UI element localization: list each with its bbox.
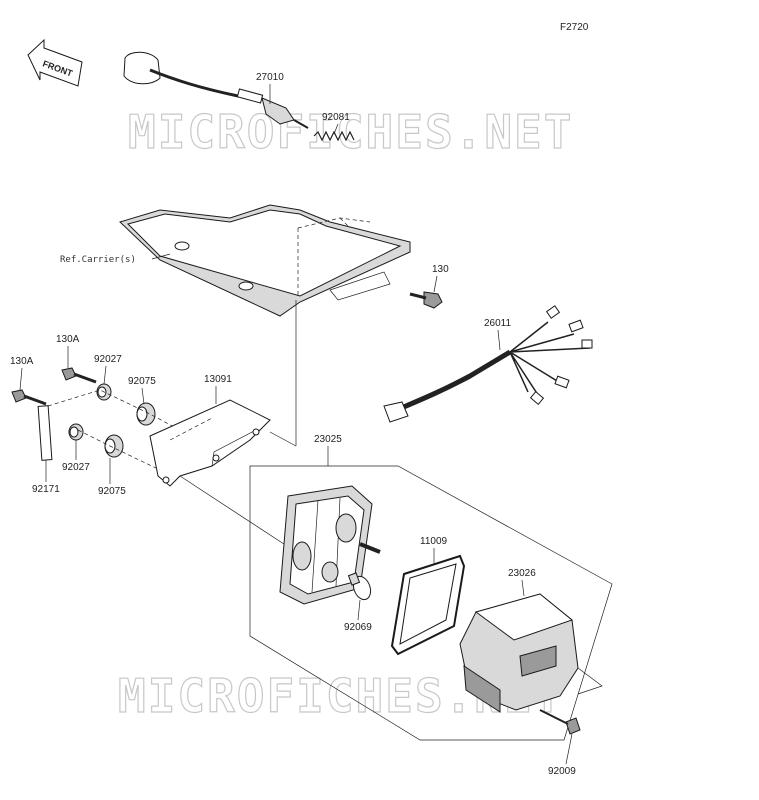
label-92009: 92009 xyxy=(548,766,576,777)
gasket-11009 xyxy=(390,554,466,656)
bracket-13091 xyxy=(149,399,271,487)
ref-carrier-label: Ref.Carrier(s) xyxy=(60,255,136,265)
label-92171: 92171 xyxy=(32,484,60,495)
label-130: 130 xyxy=(432,264,449,275)
bolt-130A-lower xyxy=(11,389,47,406)
label-13091: 13091 xyxy=(204,374,232,385)
switch-cable-27010 xyxy=(123,51,309,129)
lamp-housing xyxy=(279,485,381,605)
carrier-plate xyxy=(119,204,411,317)
label-27010: 27010 xyxy=(256,72,284,83)
bolt-130A-upper xyxy=(61,367,97,384)
label-23025: 23025 xyxy=(314,434,342,445)
grommet-92075-upper xyxy=(136,402,156,426)
screw-92009 xyxy=(539,709,581,735)
spring-92081 xyxy=(313,130,355,142)
label-92027-upper: 92027 xyxy=(94,354,122,365)
bolt-130 xyxy=(409,291,443,309)
harness-26011 xyxy=(383,305,593,423)
grommet-92075-lower xyxy=(104,434,124,458)
label-92027-lower: 92027 xyxy=(62,462,90,473)
label-11009: 11009 xyxy=(420,536,448,547)
bulb-92069 xyxy=(347,572,372,601)
label-130A-lower: 130A xyxy=(10,356,34,367)
label-23026: 23026 xyxy=(508,568,536,579)
label-92081: 92081 xyxy=(322,112,350,123)
label-92075-upper: 92075 xyxy=(128,376,156,387)
lens-23026 xyxy=(459,593,579,713)
label-92075-lower: 92075 xyxy=(98,486,126,497)
bracket-92171 xyxy=(37,405,53,461)
label-92069: 92069 xyxy=(344,622,372,633)
label-26011: 26011 xyxy=(484,318,512,329)
label-130A-upper: 130A xyxy=(56,334,80,345)
assembly-box-23025 xyxy=(249,465,613,741)
front-arrow-icon: FRONT xyxy=(27,38,83,87)
watermark-top: MICROFICHES.NET xyxy=(128,105,573,159)
diagram-code: F2720 xyxy=(560,22,589,33)
collar-92027-lower xyxy=(68,423,84,441)
